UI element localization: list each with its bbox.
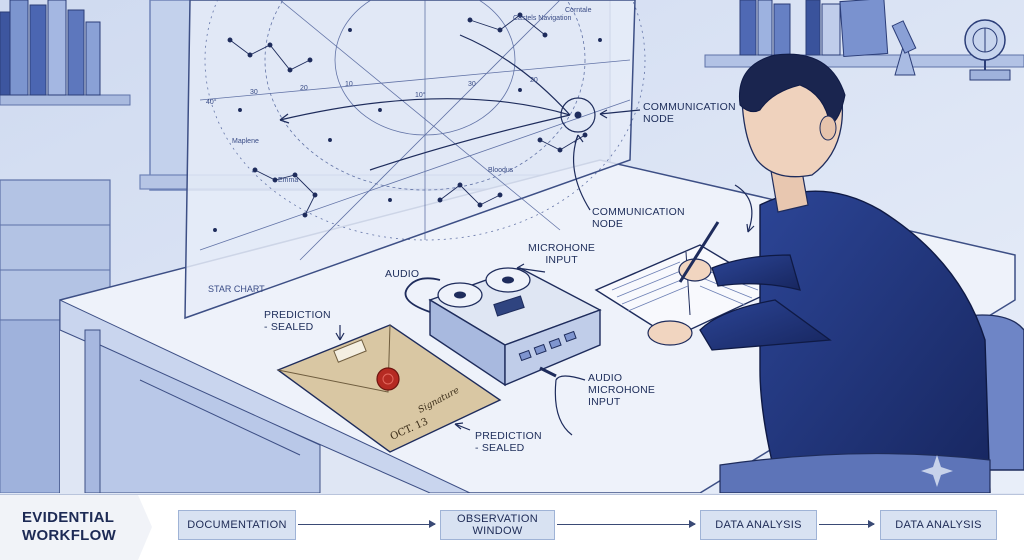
workflow-step-label: OBSERVATION WINDOW	[457, 513, 538, 537]
chart-label-bloodus: Bloodus	[488, 167, 514, 174]
chart-label-corntale: Corntale	[565, 7, 592, 14]
workflow-step-documentation: DOCUMENTATION	[178, 510, 296, 540]
observer-person	[647, 53, 1024, 493]
workflow-step-data-analysis-2: DATA ANALYSIS	[880, 510, 997, 540]
chart-degree: 20	[530, 77, 538, 84]
node-ring	[560, 97, 596, 133]
workflow-title: EVIDENTIAL WORKFLOW	[22, 509, 117, 544]
left-bookshelf	[0, 0, 131, 106]
sparkle-icon	[921, 455, 953, 487]
workflow-step-data-analysis-1: DATA ANALYSIS	[700, 510, 817, 540]
wax-seal	[376, 367, 400, 391]
workflow-arrow	[819, 520, 875, 528]
callout-connectors	[335, 109, 755, 436]
workflow-step-label: DATA ANALYSIS	[715, 519, 802, 531]
workflow-header-pointer	[138, 495, 152, 560]
chart-degree: 30	[250, 89, 258, 96]
workflow-step-label: DATA ANALYSIS	[895, 519, 982, 531]
chart-degree: 20	[300, 85, 308, 92]
audio-recorder	[404, 267, 602, 387]
evidential-workflow-bar: EVIDENTIAL WORKFLOW DOCUMENTATION OBSERV…	[0, 494, 1024, 560]
star-chart-title: STAR CHART	[208, 284, 265, 294]
illustration-scene: Castels Navigation Corntale Maplene Emma…	[0, 0, 1024, 493]
chart-degree: 30	[468, 81, 476, 88]
star-chart-panel: Castels Navigation Corntale Maplene Emma…	[184, 0, 646, 320]
chart-label-maplene: Maplene	[232, 138, 259, 145]
workflow-arrow	[298, 520, 436, 528]
chart-label-castels: Castels Navigation	[513, 15, 571, 22]
workflow-step-observation-window: OBSERVATION WINDOW	[440, 510, 555, 540]
chart-label-emma: Emma	[278, 177, 298, 184]
chart-degree: 10°	[415, 91, 426, 99]
chart-degree: 40°	[206, 98, 217, 106]
workflow-step-label: DOCUMENTATION	[187, 519, 287, 531]
chart-degree: 10	[345, 81, 353, 88]
workflow-arrow	[557, 520, 696, 528]
workflow-header: EVIDENTIAL WORKFLOW	[0, 495, 138, 560]
chart-labels: Castels Navigation Corntale Maplene Emma…	[206, 7, 592, 294]
